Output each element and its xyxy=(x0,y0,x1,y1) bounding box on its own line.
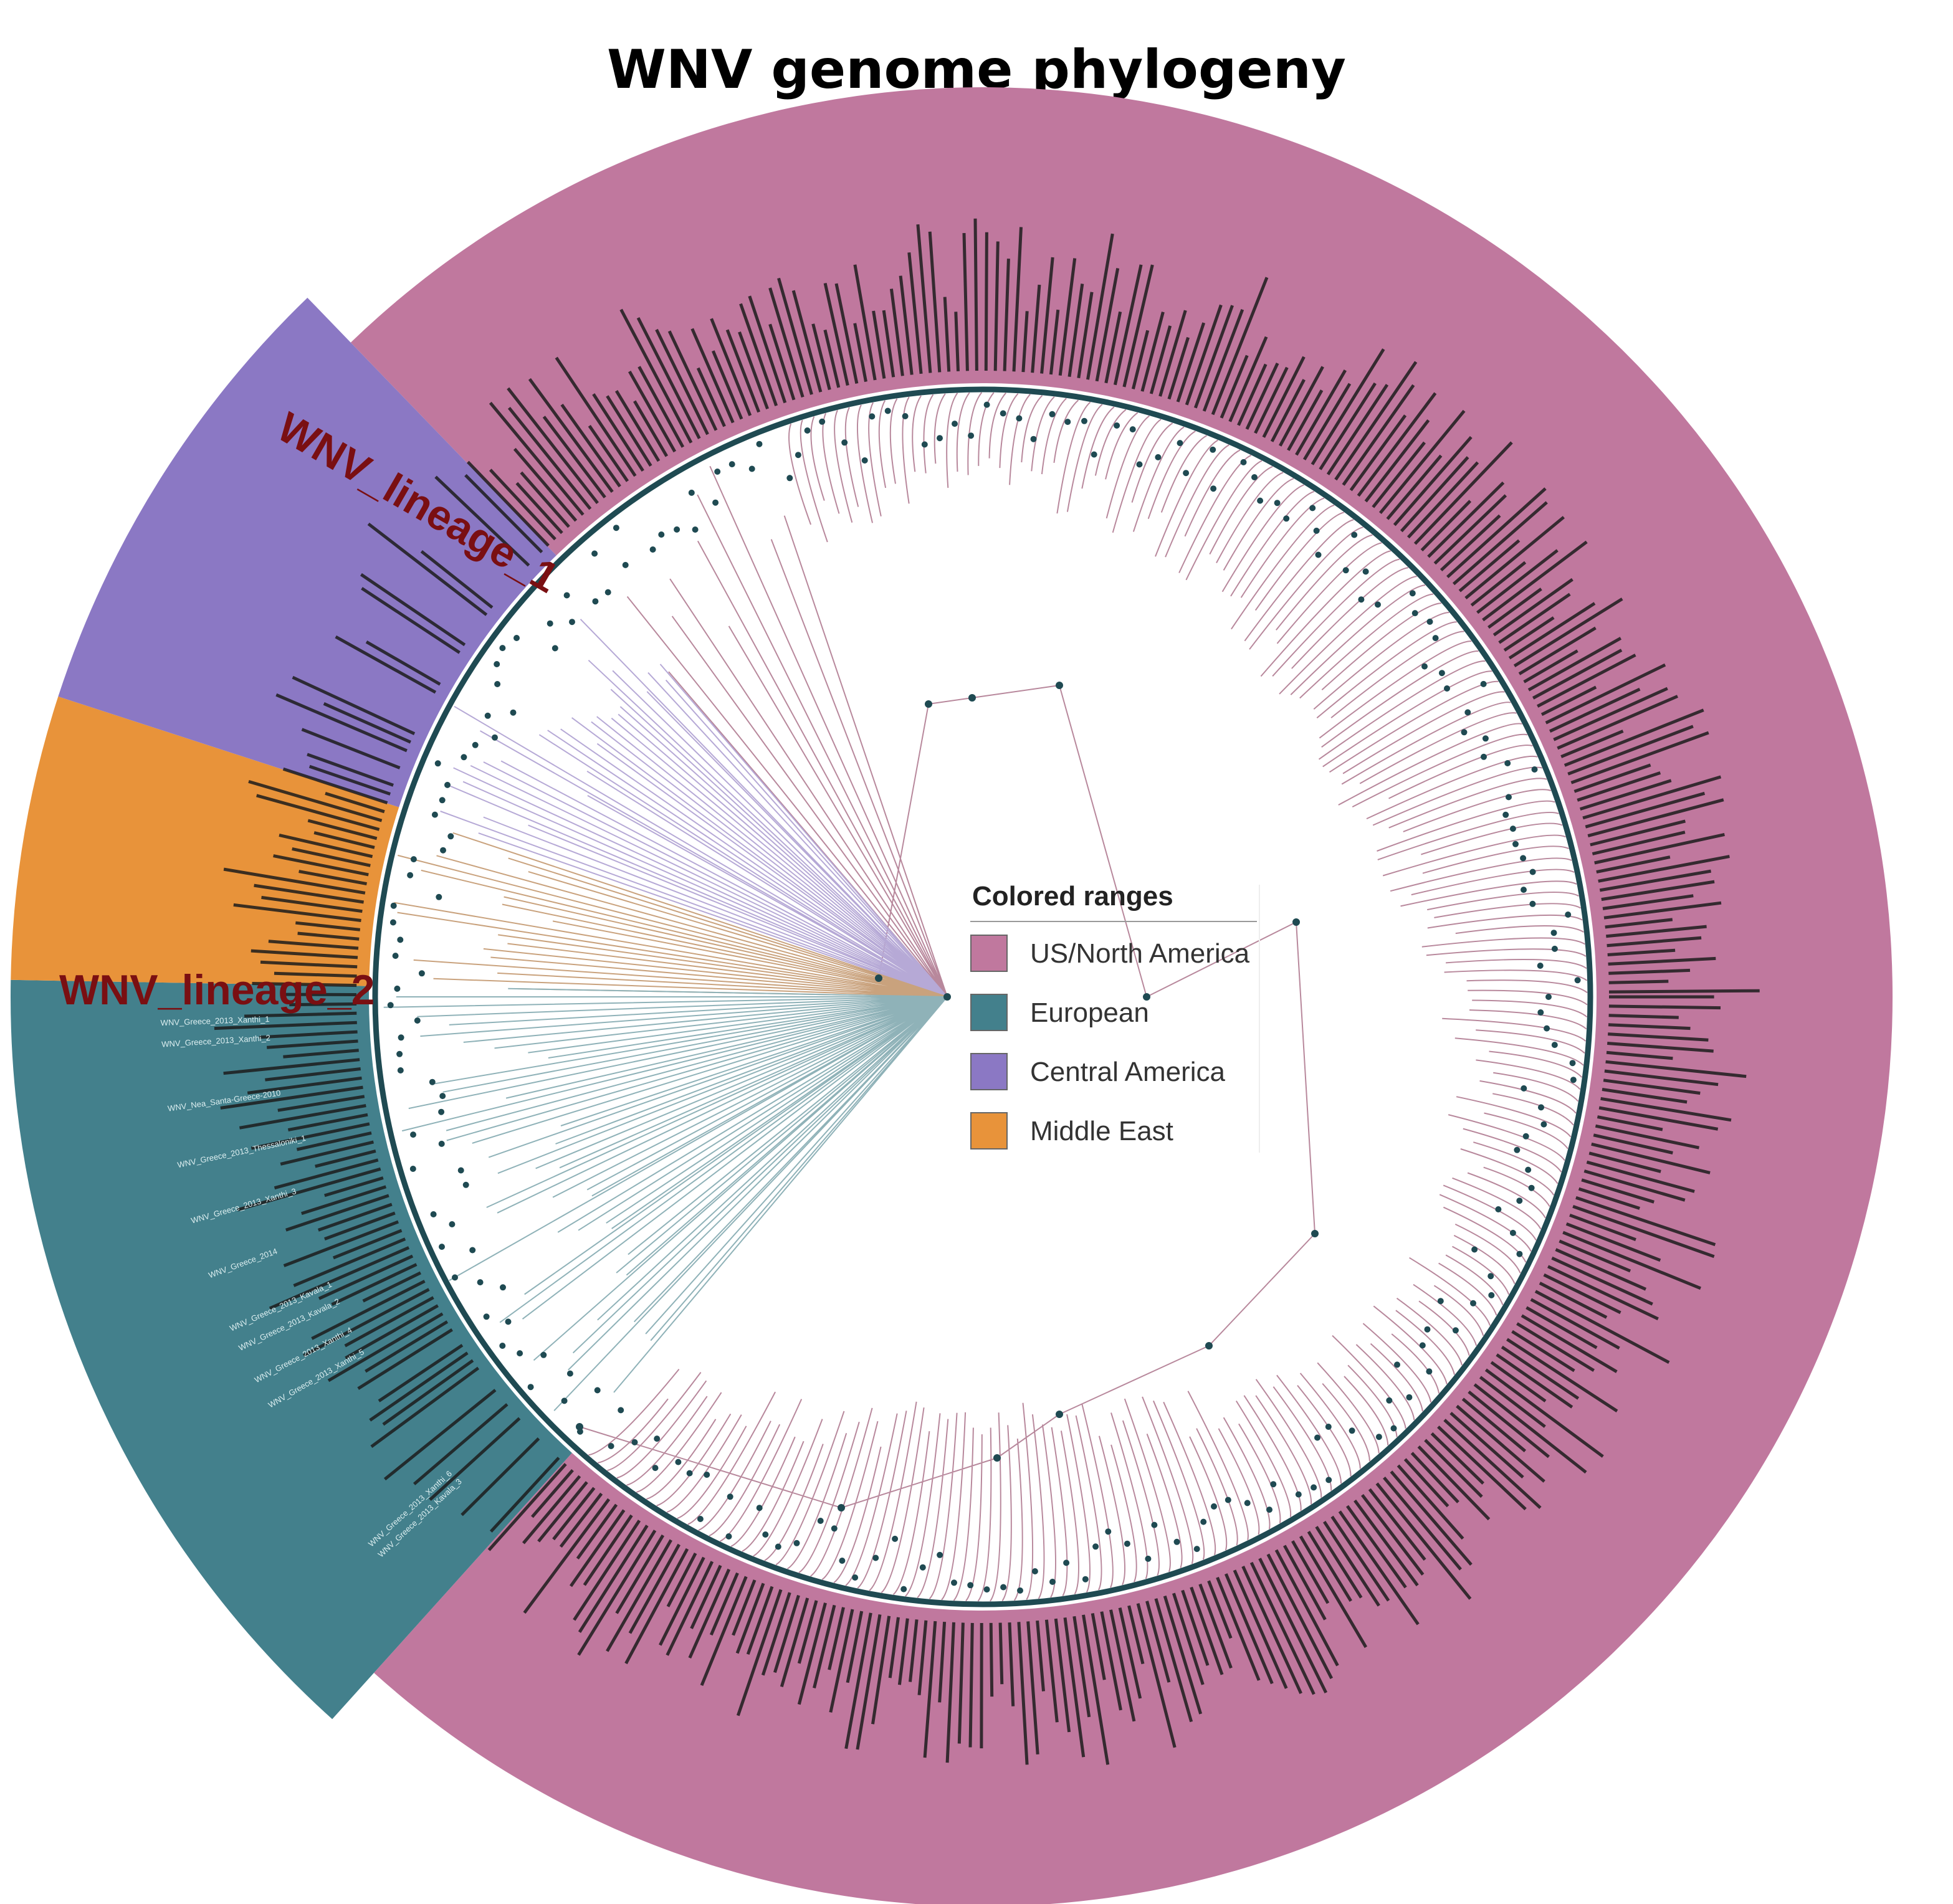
tip-label: WNV_Greece_2013_Xanthi_1 xyxy=(160,1014,269,1027)
branches-us-north-america xyxy=(579,392,1588,1602)
legend: Colored ranges US/North America European… xyxy=(963,872,1262,1159)
legend-divider xyxy=(970,921,1257,922)
legend-label: Central America xyxy=(1030,1057,1226,1087)
legend-item-us-north-america: US/North America xyxy=(970,935,1263,972)
branches-european xyxy=(383,988,948,1411)
legend-item-central-america: Central America xyxy=(970,1053,1263,1090)
legend-label: European xyxy=(1030,997,1149,1028)
branches-central-america xyxy=(440,619,948,997)
legend-swatch xyxy=(970,1053,1008,1090)
legend-label: US/North America xyxy=(1030,938,1250,969)
legend-swatch xyxy=(970,994,1008,1031)
tip-labels-dark xyxy=(214,218,1760,1765)
legend-swatch xyxy=(970,1112,1008,1150)
legend-edge xyxy=(1259,885,1260,1153)
tip-label-marks xyxy=(214,218,1760,1765)
lineage-2-label: WNV_lineage_2 xyxy=(59,966,375,1014)
legend-item-european: European xyxy=(970,994,1263,1031)
sector-european xyxy=(11,979,572,1720)
legend-title: Colored ranges xyxy=(972,881,1173,912)
tree-branches xyxy=(383,392,1588,1602)
legend-item-middle-east: Middle East xyxy=(970,1112,1263,1150)
tip-ring xyxy=(372,386,1593,1607)
legend-swatch xyxy=(970,935,1008,972)
legend-label: Middle East xyxy=(1030,1116,1173,1146)
